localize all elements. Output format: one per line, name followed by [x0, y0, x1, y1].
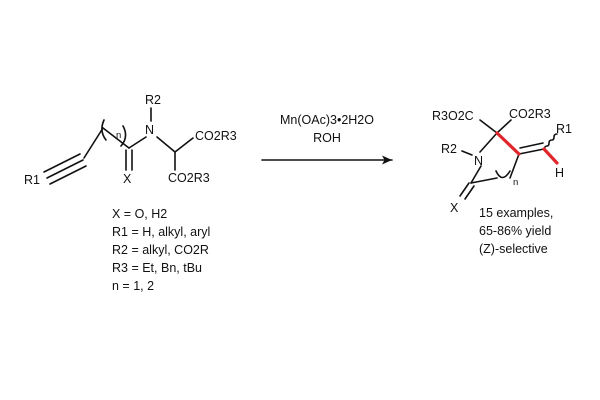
product-r2-label: R2 — [441, 142, 457, 156]
n-bracket-left — [101, 119, 107, 141]
product-ester-right-label: CO2R3 — [509, 107, 551, 121]
conditions-line-3: R2 = alkyl, CO2R — [112, 243, 209, 257]
summary-line-1: 15 examples, — [479, 206, 553, 220]
product-cx-bond-2 — [464, 185, 475, 200]
product-structure: R3O2C CO2R3 R1 R2 N H X n — [432, 107, 572, 215]
new-cc-bond — [495, 131, 521, 156]
reactant-n-label: N — [145, 123, 154, 137]
reactant-structure: R1 n N R2 X CO2R3 CO2R3 — [24, 93, 237, 187]
product-ring-cx-ch2-bond — [470, 177, 498, 184]
product-x-label: X — [450, 201, 459, 215]
product-n-subscript: n — [513, 177, 518, 188]
reaction-arrow: Mn(OAc)3•2H2O ROH — [261, 113, 393, 165]
reactant-conditions-list: X = O, H2 R1 = H, alkyl, aryl R2 = alkyl… — [112, 207, 210, 293]
n-bracket-right — [120, 125, 127, 147]
summary-line-3: (Z)-selective — [479, 242, 548, 256]
product-h-label: H — [555, 166, 564, 180]
new-ch-bond — [542, 147, 559, 165]
product-r1-label: R1 — [556, 122, 572, 136]
reactant-ester-bottom-label: CO2R3 — [168, 171, 210, 185]
n-ch-bond — [156, 136, 176, 153]
chain-bond-2 — [102, 127, 130, 149]
product-alkene-bond-2 — [519, 142, 544, 149]
product-n-bracket — [495, 170, 511, 179]
conditions-line-1: X = O, H2 — [112, 207, 167, 221]
product-ester-left-bond — [479, 119, 498, 134]
product-ester-right-bond — [496, 119, 512, 134]
reactant-n-subscript: n — [116, 130, 121, 141]
reactant-ester-top-label: CO2R3 — [195, 129, 237, 143]
reactant-r2-label: R2 — [145, 93, 161, 107]
carbonyl-n-bond — [128, 136, 147, 149]
conditions-line-4: R3 = Et, Bn, tBu — [112, 261, 202, 275]
product-ring-n-cx-bond — [470, 165, 482, 184]
alkyne-bond-3 — [49, 165, 87, 185]
conditions-line-5: n = 1, 2 — [112, 279, 154, 293]
summary-line-2: 65-86% yield — [479, 224, 551, 238]
product-ester-left-label: R3O2C — [432, 109, 474, 123]
product-n-r2-bond — [461, 150, 473, 156]
ch-ester-top-bond — [174, 137, 194, 153]
arrow-reagent-label: Mn(OAc)3•2H2O — [280, 113, 374, 127]
product-n-label: N — [474, 154, 483, 168]
chain-bond-1 — [83, 127, 104, 159]
highlighted-new-bonds — [495, 131, 559, 165]
arrow-head — [382, 155, 392, 165]
alkyne-bond-2 — [46, 159, 84, 179]
product-wavy-bond — [543, 133, 558, 150]
product-summary: 15 examples, 65-86% yield (Z)-selective — [479, 206, 553, 256]
reactant-r1-label: R1 — [24, 173, 40, 187]
product-alkene-bond-1 — [518, 148, 545, 155]
arrow-solvent-label: ROH — [313, 131, 341, 145]
product-ring-ch2-c-bond — [509, 153, 520, 179]
product-cx-bond-1 — [459, 182, 470, 197]
alkyne-bond-1 — [43, 153, 81, 173]
conditions-line-2: R1 = H, alkyl, aryl — [112, 225, 210, 239]
reactant-x-label: X — [123, 172, 132, 186]
product-ring-c-n-bond — [479, 132, 498, 153]
